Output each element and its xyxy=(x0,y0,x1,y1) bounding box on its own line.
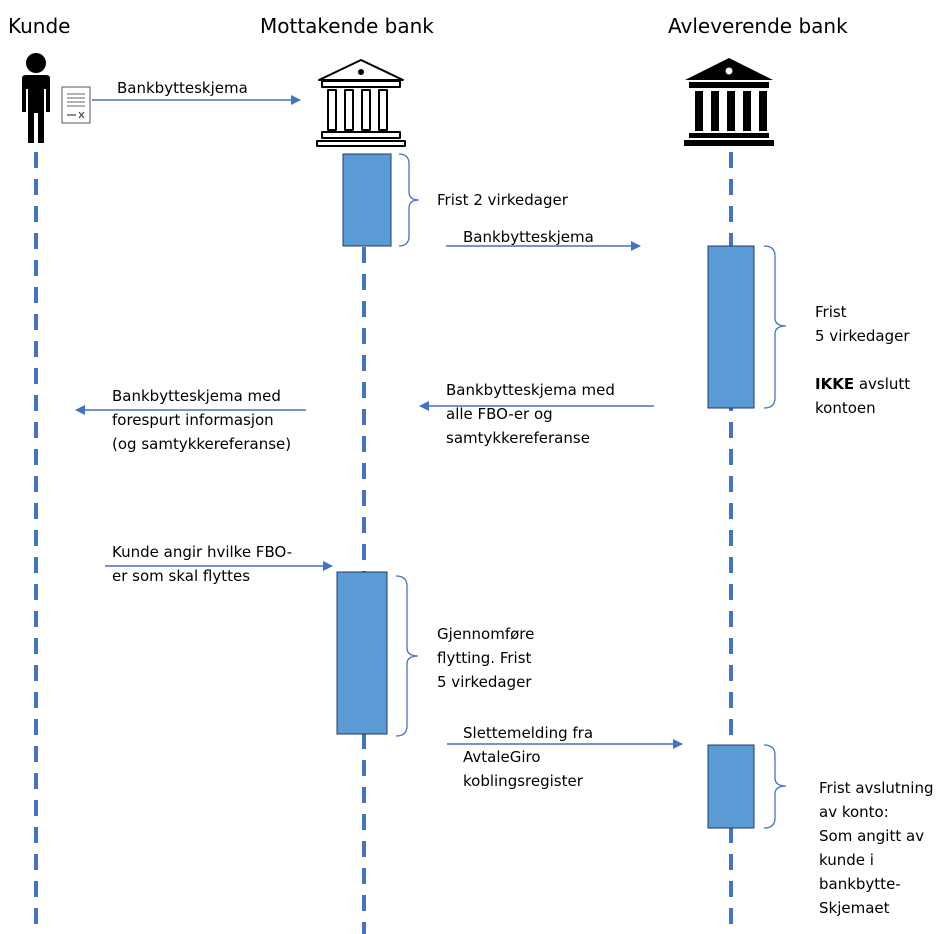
activation-delivering-2 xyxy=(707,744,755,829)
message-label-m6: Slettemelding fra AvtaleGiro koblingsreg… xyxy=(463,724,594,790)
bank-outline-icon xyxy=(316,59,406,147)
person-icon xyxy=(22,53,50,143)
bank-filled-icon xyxy=(684,58,774,146)
note-perform-transfer: Gjennomføre flytting. Frist 5 virkedager xyxy=(437,625,535,691)
brace-4 xyxy=(763,744,787,829)
brace-1 xyxy=(398,153,420,247)
note-account-closing: Frist avslutning av konto: Som angitt av… xyxy=(819,779,934,917)
message-label-m3: Bankbytteskjema med alle FBO-er og samty… xyxy=(446,381,615,447)
message-label-m4: Bankbytteskjema med forespurt informasjo… xyxy=(112,387,292,453)
brace-2 xyxy=(763,245,787,409)
activation-receiving-2 xyxy=(336,571,388,735)
document-icon xyxy=(61,86,91,124)
header-customer: Kunde xyxy=(8,14,71,38)
header-delivering-bank: Avleverende bank xyxy=(668,14,848,38)
brace-3 xyxy=(395,575,419,737)
header-receiving-bank: Mottakende bank xyxy=(260,14,434,38)
message-label-m2: Bankbytteskjema xyxy=(463,228,594,246)
activation-delivering-1 xyxy=(707,245,755,409)
activation-receiving-1 xyxy=(342,153,392,247)
note-deadline-2-days: Frist 2 virkedager xyxy=(437,191,568,209)
message-label-m1: Bankbytteskjema xyxy=(117,79,248,97)
message-label-m5: Kunde angir hvilke FBO- er som skal flyt… xyxy=(112,543,293,585)
note-deadline-5-days-close: Frist 5 virkedager IKKE avslutt kontoen xyxy=(815,303,911,417)
